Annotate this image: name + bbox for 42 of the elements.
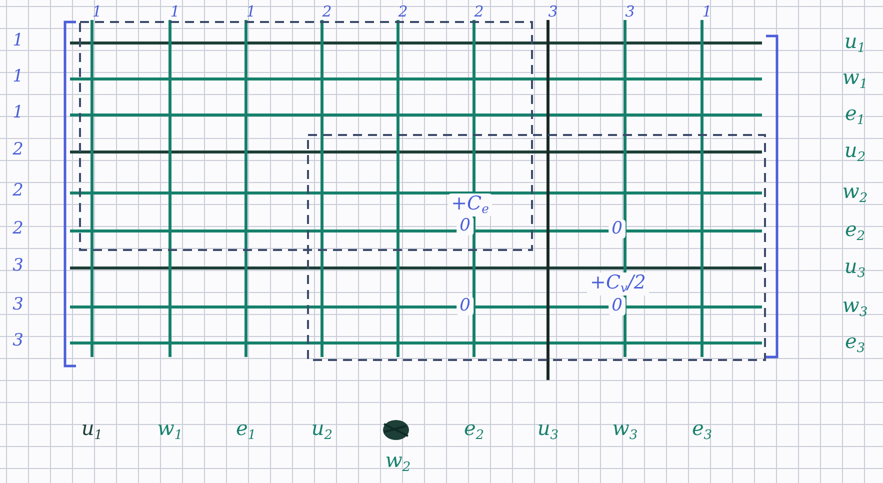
matrix-label: 2: [474, 4, 484, 20]
matrix-label: 1: [12, 104, 24, 122]
matrix-label: 0: [608, 296, 626, 316]
matrix-label: 0: [608, 220, 626, 238]
matrix-label: 3: [625, 4, 635, 20]
matrix-label: +C$_{v}$/2: [587, 272, 649, 296]
matrix-label: 2: [12, 182, 24, 200]
matrix-label: u$_{1}$: [844, 31, 866, 55]
matrix-label: 1: [246, 4, 256, 20]
matrix-label: 0: [456, 296, 474, 316]
matrix-label: e$_{2}$: [844, 219, 866, 243]
matrix-label: u$_{1}$: [81, 418, 103, 442]
matrix-label: +C$_{e}$: [448, 193, 492, 217]
matrix-label: e$_{1}$: [844, 103, 866, 127]
matrix-label: w$_{3}$: [842, 295, 868, 319]
matrix-label: w$_{1}$: [157, 418, 183, 442]
matrix-label: 1: [92, 4, 102, 20]
matrix-label: 3: [12, 258, 24, 274]
matrix-label: u$_{2}$: [311, 418, 333, 442]
matrix-label: e$_{3}$: [844, 331, 866, 355]
matrix-label: u$_{3}$: [844, 256, 866, 280]
matrix-label: u$_{3}$: [537, 418, 559, 442]
matrix-label: e$_{3}$: [692, 418, 712, 442]
matrix-label: 2: [322, 4, 332, 20]
matrix-label: w$_{1}$: [842, 67, 868, 91]
matrix-label: 3: [548, 4, 558, 20]
matrix-label: e$_{2}$: [464, 418, 484, 442]
matrix-label: w$_{3}$: [612, 418, 638, 442]
matrix-label: 0: [456, 216, 474, 236]
matrix-label: e$_{1}$: [236, 418, 256, 442]
matrix-label: u$_{2}$: [844, 140, 866, 164]
matrix-label: 3: [12, 296, 24, 314]
matrix-label: 1: [702, 4, 712, 20]
matrix-label: 2: [12, 220, 24, 238]
matrix-label: 1: [170, 4, 180, 20]
matrix-label: 2: [12, 142, 24, 158]
matrix-label: w$_{2}$: [842, 181, 868, 205]
matrix-label: 2: [398, 4, 408, 20]
matrix-label: 3: [12, 332, 24, 350]
matrix-label: 1: [12, 32, 24, 50]
matrix-label: 1: [12, 68, 24, 86]
matrix-label: w$_{2}$: [385, 450, 411, 474]
